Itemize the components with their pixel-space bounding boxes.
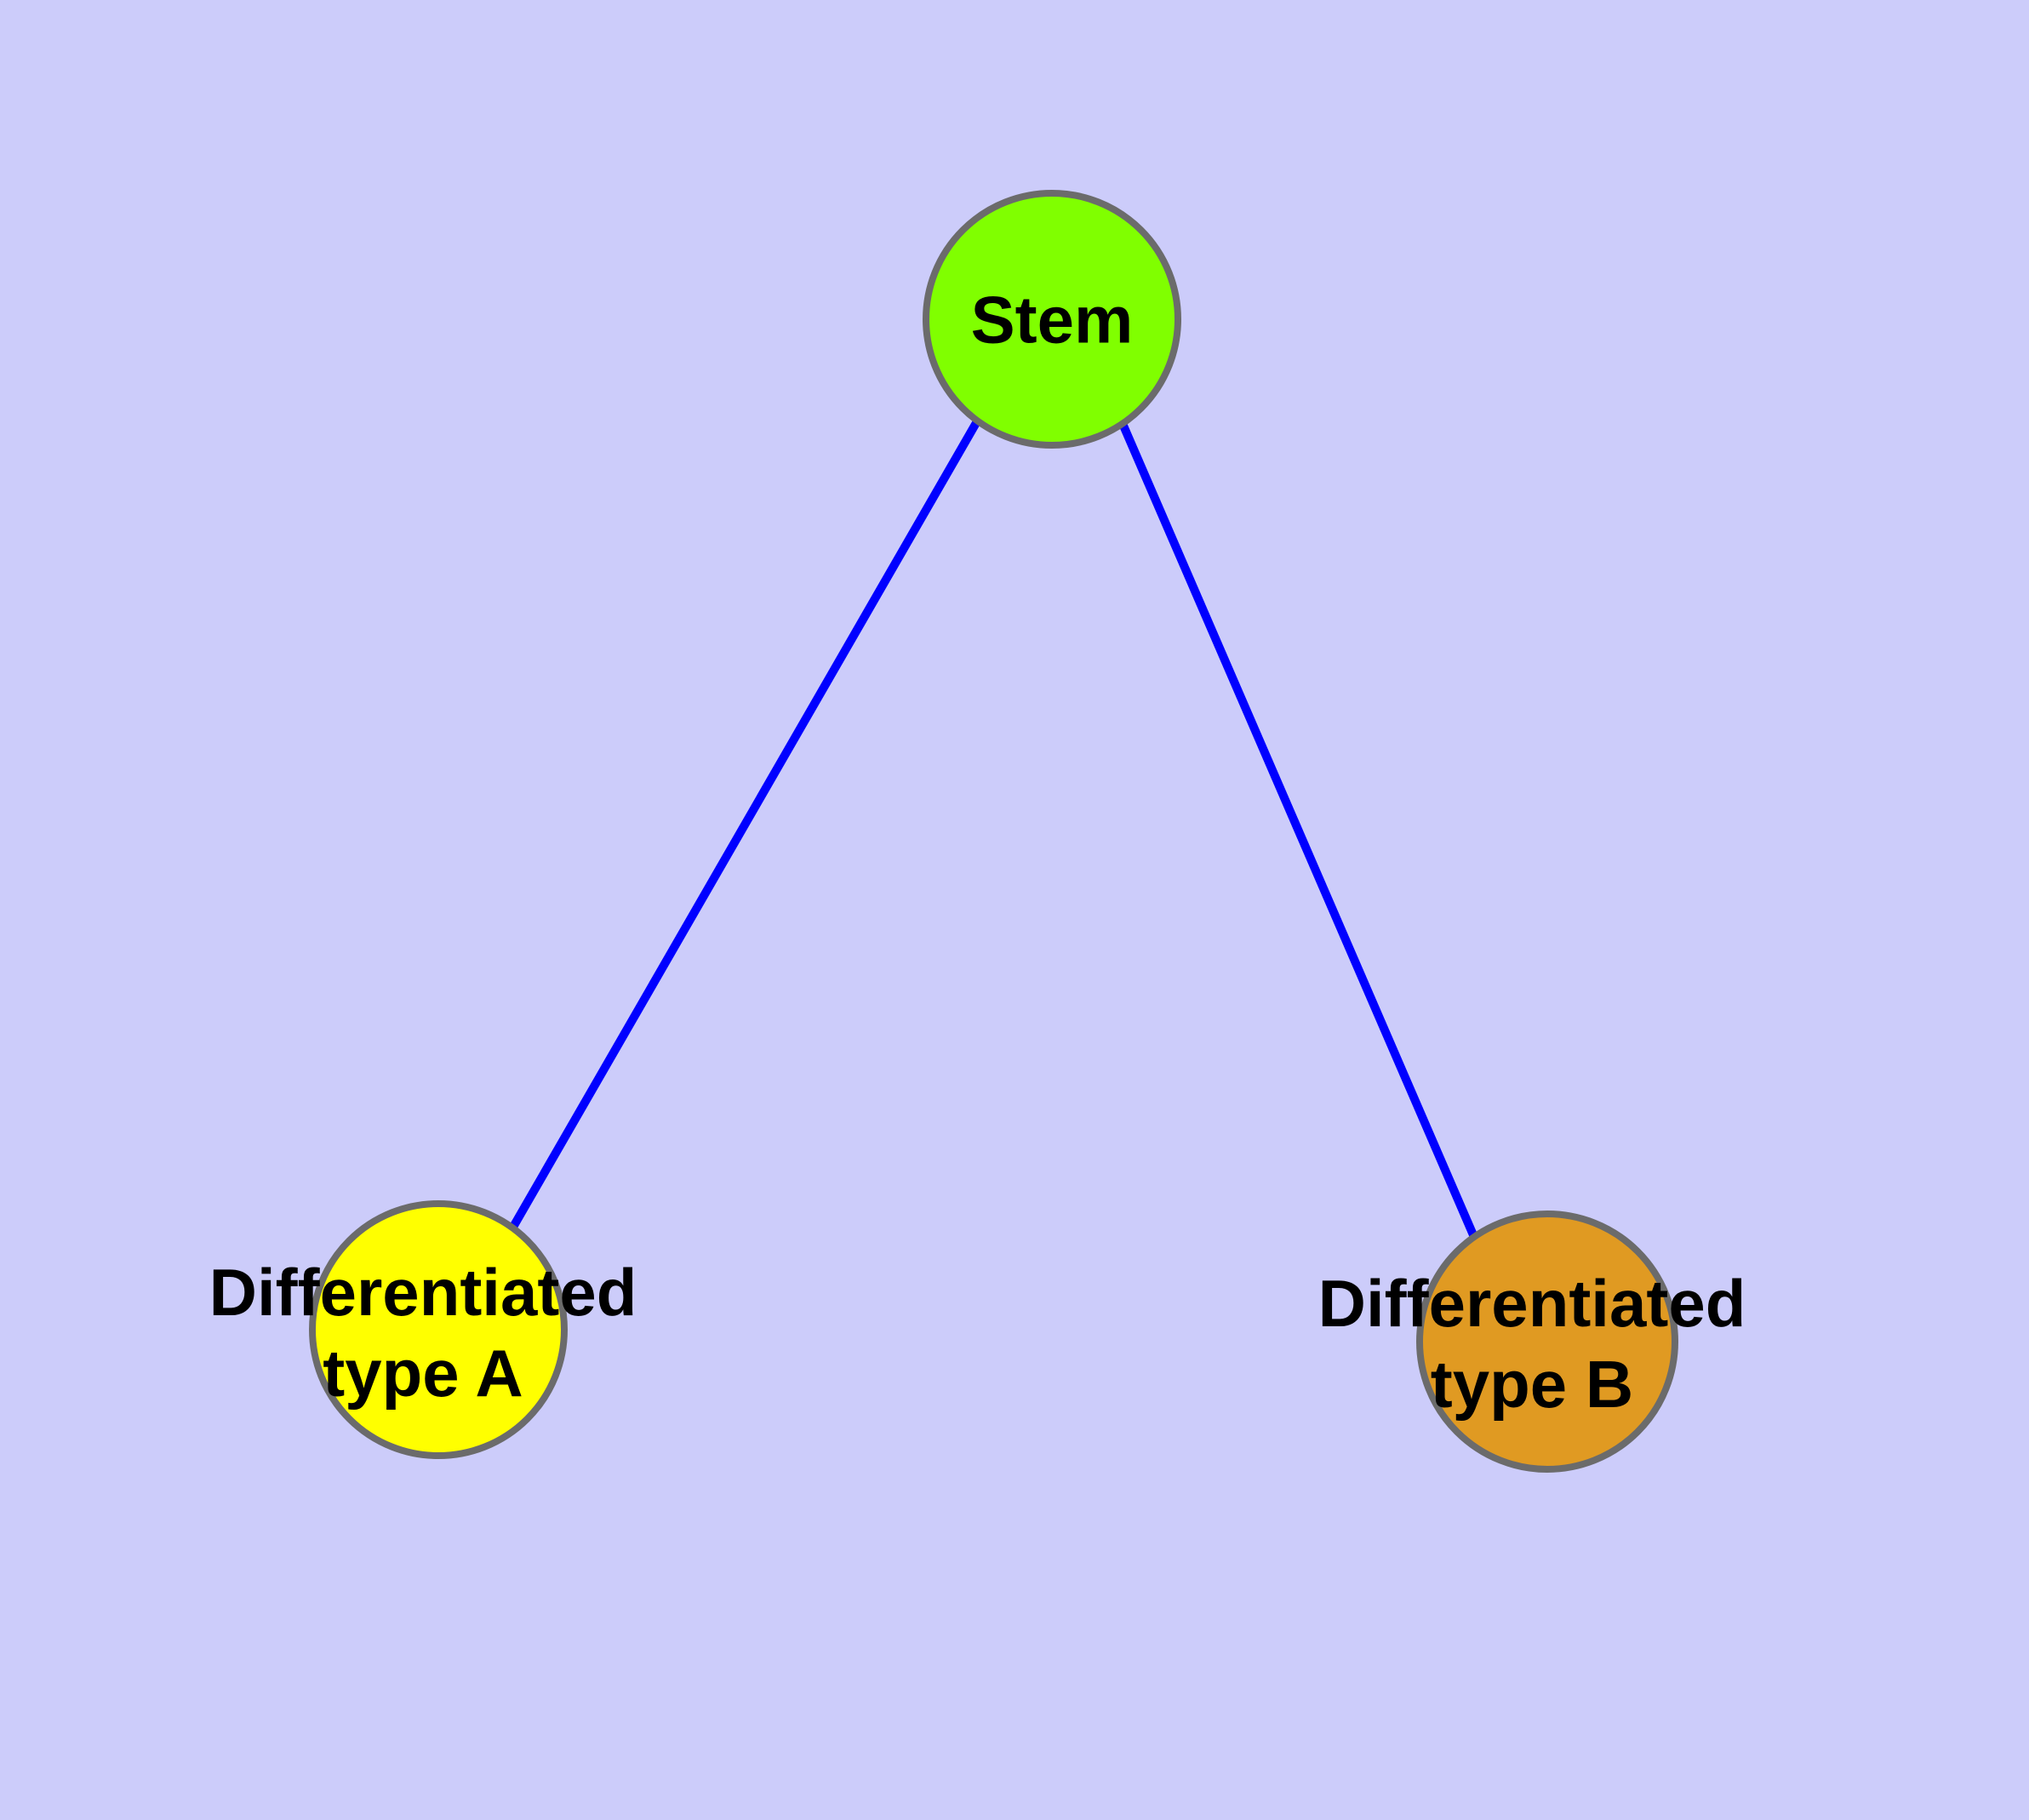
edge-stem-to-diff-b[interactable]: [1119, 424, 1481, 1245]
node-stem[interactable]: Stem: [923, 190, 1181, 449]
node-label-line: type A: [323, 1336, 523, 1411]
node-label-stem: Stem: [971, 282, 1134, 357]
node-label-line: type B: [1431, 1347, 1633, 1422]
node-circle-diff_a[interactable]: [309, 1200, 568, 1459]
edges-layer: [508, 419, 1481, 1245]
edge-stem-to-diff-a[interactable]: [508, 419, 981, 1231]
node-label-line: Stem: [971, 282, 1134, 357]
node-circle-stem[interactable]: [923, 190, 1181, 449]
node-label-line: Differentiated: [209, 1254, 637, 1329]
node-label-line: Differentiated: [1318, 1265, 1746, 1340]
node-circle-diff_b[interactable]: [1416, 1210, 1678, 1473]
